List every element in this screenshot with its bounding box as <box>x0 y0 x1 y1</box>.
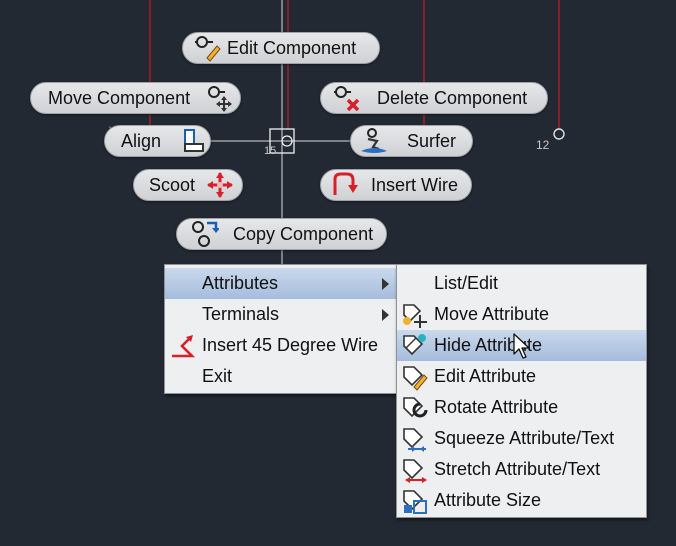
surfer-icon <box>359 127 389 155</box>
edit-attribute-icon <box>400 363 428 391</box>
menu-item-squeeze-attribute-text[interactable]: Squeeze Attribute/Text <box>397 423 646 454</box>
menu-item-label: Insert 45 Degree Wire <box>202 335 379 355</box>
delete-component-button[interactable]: Delete Component <box>320 82 548 114</box>
menu-item-label: Attribute Size <box>434 490 542 510</box>
copy-component-label: Copy Component <box>233 224 374 244</box>
copy-component-icon <box>189 220 219 248</box>
move-component-label: Move Component <box>48 88 191 108</box>
edit-component-label: Edit Component <box>227 38 357 58</box>
submenu-arrow-icon <box>382 278 389 290</box>
surfer-button[interactable]: Surfer <box>350 125 473 157</box>
hide-attribute-icon <box>400 332 428 360</box>
align-button[interactable]: Align <box>104 125 211 157</box>
delete-component-label: Delete Component <box>377 88 528 108</box>
menu-item-label: Terminals <box>202 304 280 324</box>
menu-item-label: Rotate Attribute <box>434 397 559 417</box>
menu-item-label: Attributes <box>202 273 279 293</box>
insert-wire-icon <box>331 171 361 199</box>
submenu-arrow-icon <box>382 309 389 321</box>
delete-component-icon <box>331 84 361 112</box>
menu-item-label: Stretch Attribute/Text <box>434 459 601 479</box>
menu-item-attribute-size[interactable]: Attribute Size <box>397 485 646 516</box>
context-menu: Attributes Terminals Insert 45 Degree Wi… <box>164 264 398 394</box>
rotate-attribute-icon <box>400 394 428 422</box>
align-label: Align <box>121 131 162 151</box>
move-component-icon <box>204 84 234 112</box>
menu-item-label: Move Attribute <box>434 304 550 324</box>
surfer-label: Surfer <box>407 131 457 151</box>
scoot-button[interactable]: Scoot <box>133 169 243 201</box>
move-attribute-icon <box>400 301 428 329</box>
edit-component-icon <box>193 34 223 62</box>
attributes-submenu: List/Edit Move Attribute Hide Attribute … <box>396 264 647 518</box>
menu-item-stretch-attribute-text[interactable]: Stretch Attribute/Text <box>397 454 646 485</box>
menu-item-list-edit[interactable]: List/Edit <box>397 268 646 299</box>
move-component-button[interactable]: Move Component <box>30 82 241 114</box>
squeeze-attribute-icon <box>400 425 428 453</box>
scoot-icon <box>205 171 235 199</box>
menu-item-rotate-attribute[interactable]: Rotate Attribute <box>397 392 646 423</box>
menu-item-label: Squeeze Attribute/Text <box>434 428 615 448</box>
insert-45-wire-icon <box>168 332 196 360</box>
copy-component-button[interactable]: Copy Component <box>176 218 387 250</box>
menu-item-label: Exit <box>202 366 233 386</box>
menu-item-edit-attribute[interactable]: Edit Attribute <box>397 361 646 392</box>
menu-item-label: List/Edit <box>434 273 499 293</box>
wire-number-label: 12 <box>536 138 550 152</box>
menu-item-move-attribute[interactable]: Move Attribute <box>397 299 646 330</box>
align-icon <box>179 127 209 155</box>
menu-item-label: Edit Attribute <box>434 366 537 386</box>
attribute-size-icon <box>400 487 428 515</box>
stretch-attribute-icon <box>400 456 428 484</box>
menu-item-insert-45-degree-wire[interactable]: Insert 45 Degree Wire <box>165 330 397 361</box>
edit-component-button[interactable]: Edit Component <box>182 32 380 64</box>
menu-item-exit[interactable]: Exit <box>165 361 397 392</box>
insert-wire-label: Insert Wire <box>371 175 459 195</box>
insert-wire-button[interactable]: Insert Wire <box>320 169 472 201</box>
wire-number-label: 15 <box>264 145 277 157</box>
scoot-label: Scoot <box>149 175 196 195</box>
mouse-cursor-icon <box>513 333 530 359</box>
menu-item-terminals[interactable]: Terminals <box>165 299 397 330</box>
menu-item-attributes[interactable]: Attributes <box>165 268 397 299</box>
